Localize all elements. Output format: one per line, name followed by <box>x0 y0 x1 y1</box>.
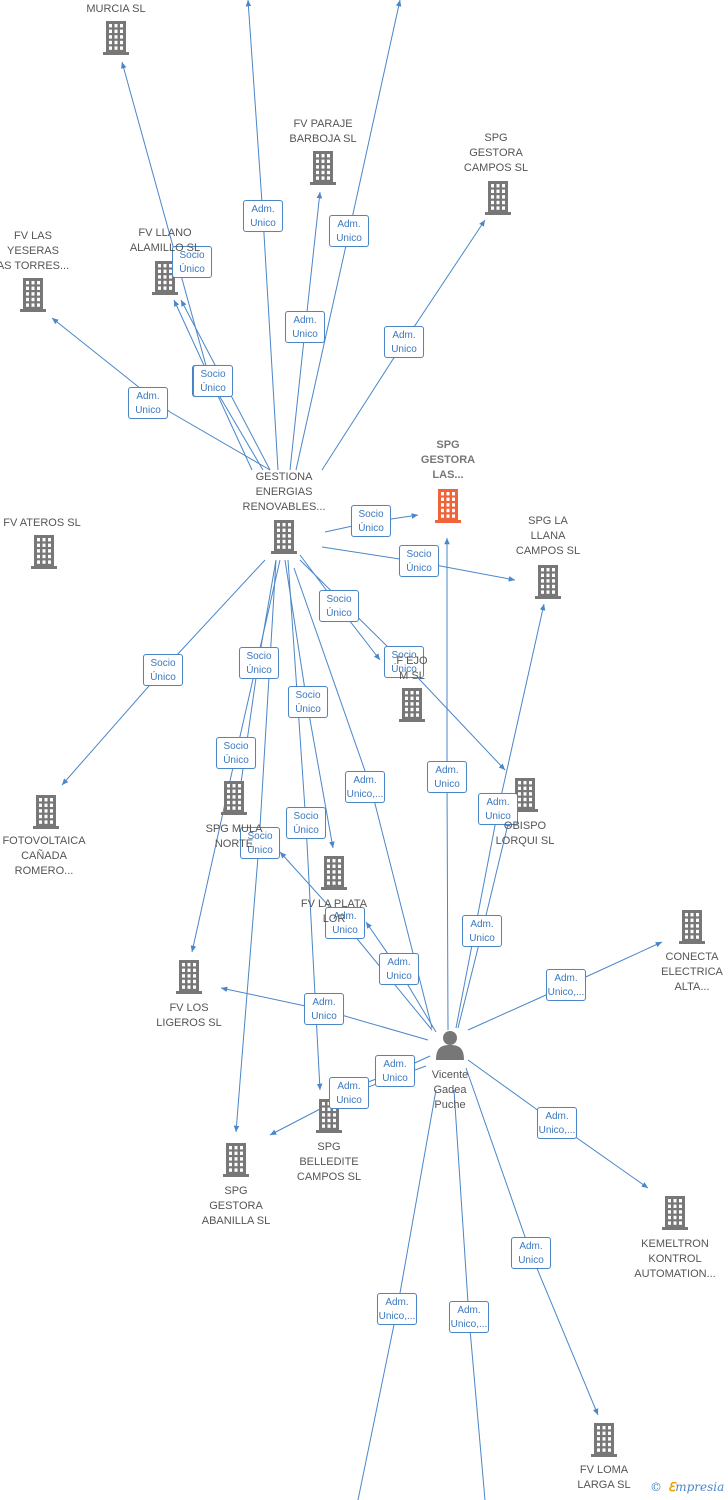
company-name-label[interactable]: FV LOS LIGEROS SL <box>156 1002 222 1029</box>
edge-role-label[interactable]: Adm. Unico <box>325 907 365 939</box>
company-building-icon[interactable] <box>485 181 511 215</box>
edge-role-label[interactable]: Socio Único <box>216 737 256 769</box>
company-name-label[interactable]: FV LAS YESERAS AS TORRES... <box>0 230 70 272</box>
company-building-icon[interactable] <box>512 778 538 812</box>
company-building-icon[interactable] <box>20 278 46 312</box>
company-name-label[interactable]: FV LOMA LARGA SL <box>577 1464 631 1491</box>
company-building-icon[interactable] <box>103 21 129 55</box>
company-building-icon[interactable] <box>535 565 561 599</box>
relationship-edge <box>51 317 271 471</box>
company-building-icon[interactable] <box>176 960 202 994</box>
edge-role-label[interactable]: Adm. Unico <box>304 993 344 1025</box>
company-name-label[interactable]: KEMELTRON KONTROL AUTOMATION... <box>634 1238 716 1280</box>
edge-role-label[interactable]: Adm. Unico,... <box>546 969 586 1001</box>
company-name-label[interactable]: SPG GESTORA LAS... <box>420 439 476 481</box>
company-building-icon[interactable] <box>33 795 59 829</box>
company-building-icon[interactable] <box>591 1423 617 1457</box>
edge-role-label[interactable]: Adm. Unico,... <box>537 1107 577 1139</box>
company-name-label[interactable]: CONECTA ELECTRICA ALTA... <box>661 951 723 993</box>
company-building-icon[interactable] <box>31 535 57 569</box>
edge-role-label[interactable]: Adm. Unico <box>329 1077 369 1109</box>
company-building-icon[interactable] <box>221 781 247 815</box>
main-company-building-icon[interactable] <box>435 489 461 523</box>
company-building-icon[interactable] <box>310 151 336 185</box>
edge-role-label[interactable]: Socio Único <box>239 647 279 679</box>
edge-role-label[interactable]: Socio Único <box>288 686 328 718</box>
company-name-label[interactable]: OBISPO LORQUI SL <box>495 820 555 847</box>
edge-role-label[interactable]: Socio Único <box>172 246 212 278</box>
company-name-label[interactable]: SPG LA LLANA CAMPOS SL <box>515 515 581 557</box>
company-name-label[interactable]: F EJO M SL <box>396 655 428 682</box>
edge-role-label[interactable]: Socio Único <box>319 590 359 622</box>
company-building-icon[interactable] <box>662 1196 688 1230</box>
edge-role-label[interactable]: Socio Único <box>286 807 326 839</box>
company-name-label[interactable]: MURCIA SL <box>86 3 146 15</box>
relationship-edge <box>453 1089 486 1500</box>
edge-role-label[interactable]: Adm. Unico,... <box>377 1293 417 1325</box>
edge-role-label[interactable]: Socio Único <box>240 827 280 859</box>
edge-role-label[interactable]: Adm. Unico,... <box>449 1301 489 1333</box>
company-name-label[interactable]: SPG BELLEDITE CAMPOS SL <box>296 1141 362 1183</box>
nodes-layer <box>20 21 705 1457</box>
edge-role-label[interactable]: Adm. Unico <box>329 215 369 247</box>
person-name-label[interactable]: Vicente Gadea Puche <box>431 1069 469 1111</box>
company-name-label[interactable]: SPG GESTORA ABANILLA SL <box>201 1185 271 1227</box>
edge-role-label[interactable]: Adm. Unico <box>375 1055 415 1087</box>
company-name-label[interactable]: GESTIONA ENERGIAS RENOVABLES... <box>242 471 326 513</box>
relationship-edge <box>245 0 279 471</box>
company-name-label[interactable]: FV LA PLATA LOR <box>300 898 368 925</box>
edge-role-label[interactable]: Socio Único <box>193 365 233 397</box>
empresia-brand[interactable]: © ℇmpresia <box>650 1480 724 1494</box>
edge-role-label[interactable]: Socio Único <box>351 505 391 537</box>
company-name-label[interactable]: FV LLANO ALAMILLO SL <box>129 227 201 254</box>
edge-role-label[interactable]: Adm. Unico <box>427 761 467 793</box>
company-building-icon[interactable] <box>271 520 297 554</box>
company-building-icon[interactable] <box>223 1143 249 1177</box>
edge-role-label[interactable]: Socio Único <box>384 646 424 678</box>
edge-role-label[interactable]: Adm. Unico <box>128 387 168 419</box>
edge-role-label[interactable]: Adm. Unico <box>243 200 283 232</box>
person-icon[interactable] <box>436 1031 464 1060</box>
copyright-symbol: © <box>650 1480 662 1494</box>
company-building-icon[interactable] <box>321 856 347 890</box>
brand-name: mpresia <box>675 1480 725 1494</box>
company-name-label[interactable]: FOTOVOLTAICA CAÑADA ROMERO... <box>2 835 86 877</box>
edge-role-label[interactable]: Adm. Unico <box>511 1237 551 1269</box>
edge-role-label[interactable]: Adm. Unico,... <box>345 771 385 803</box>
company-building-icon[interactable] <box>152 261 178 295</box>
edge-role-label[interactable]: Adm. Unico <box>285 311 325 343</box>
edge-role-label[interactable]: Adm. Unico <box>379 953 419 985</box>
empresia-logo-icon: ℇ <box>667 1480 676 1494</box>
edge-role-label[interactable]: Adm. Unico <box>462 915 502 947</box>
company-name-label[interactable]: FV PARAJE BARBOJA SL <box>289 118 357 145</box>
company-name-label[interactable]: SPG MULA NORTE <box>205 823 263 850</box>
company-name-label[interactable]: SPG GESTORA CAMPOS SL <box>463 132 529 174</box>
edge-role-label[interactable]: Socio Único <box>143 654 183 686</box>
edge-role-label[interactable]: Adm. Unico <box>478 793 518 825</box>
company-building-icon[interactable] <box>399 688 425 722</box>
company-building-icon[interactable] <box>679 910 705 944</box>
relationship-edge <box>279 851 433 1031</box>
company-name-label[interactable]: FV ATEROS SL <box>3 517 81 529</box>
edge-role-label[interactable]: Adm. Unico <box>384 326 424 358</box>
edge-role-label[interactable]: Socio Único <box>399 545 439 577</box>
